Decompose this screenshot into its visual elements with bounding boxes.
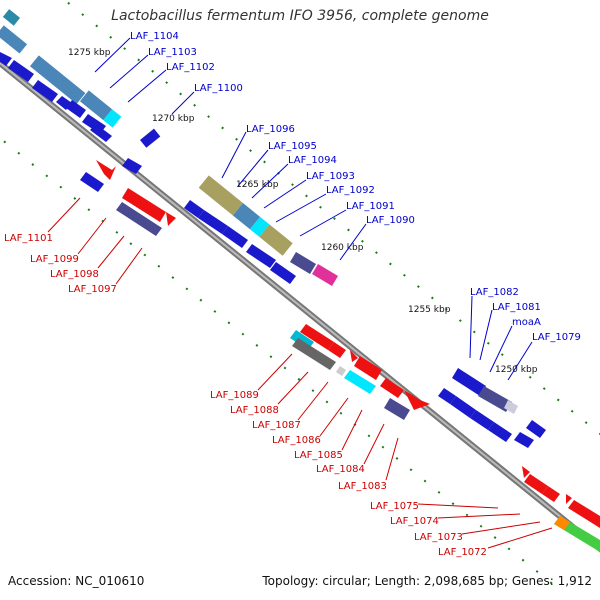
tick-track-inner [0,136,561,591]
plus-label-leaders [94,37,533,381]
genome-summary-text: Topology: circular; Length: 2,098,685 bp… [262,574,592,588]
kbp-ticks: 1275 kbp 1270 kbp 1265 kbp 1260 kbp 1255… [68,48,538,375]
gene-label: LAF_1073 [414,532,463,543]
gene-label: LAF_1084 [316,464,365,475]
gene-label: LAF_1098 [50,269,99,280]
gene-label: LAF_1074 [390,516,439,527]
gene-label: LAF_1092 [326,185,375,196]
gene-block [198,175,293,256]
gene-label: LAF_1099 [30,254,79,265]
minus-labels: LAF_1101 LAF_1099 LAF_1098 LAF_1097 LAF_… [4,233,487,558]
plus-labels: LAF_1104 LAF_1103 LAF_1102 LAF_1100 LAF_… [130,31,581,343]
kbp-label: 1270 kbp [152,114,195,124]
gene-block [0,9,28,54]
gene-label: LAF_1095 [268,141,317,152]
gene-label: LAF_1085 [294,450,343,461]
gene-block [79,90,122,128]
gene-block [29,55,86,104]
gene-label: LAF_1091 [346,201,395,212]
gene-label: LAF_1086 [272,435,321,446]
gene-block [140,128,161,148]
gene-label: LAF_1102 [166,62,215,73]
minus-label-leaders [47,197,553,549]
gene-label: LAF_1082 [470,287,519,298]
kbp-label: 1265 kbp [236,180,279,190]
kbp-label: 1260 kbp [321,243,364,253]
plus-strand-genes [0,9,546,448]
gene-label: LAF_1100 [194,83,243,94]
gene-label: LAF_1097 [68,284,117,295]
gene-label: LAF_1087 [252,420,301,431]
accession-text: Accession: NC_010610 [8,574,145,588]
minus-strand-genes [80,160,600,552]
gene-label: LAF_1088 [230,405,279,416]
gene-row [438,368,546,448]
gene-label: moaA [512,317,541,328]
gene-label: LAF_1103 [148,47,197,58]
gene-row [0,52,112,142]
gene-label: LAF_1072 [438,547,487,558]
gene-row [184,200,296,284]
gene-label: LAF_1101 [4,233,53,244]
kbp-label: 1275 kbp [68,48,111,58]
gene-label: LAF_1081 [492,302,541,313]
gene-label: LAF_1104 [130,31,179,42]
backbone [0,59,600,553]
gene-label: LAF_1093 [306,171,355,182]
gene-label: LAF_1079 [532,332,581,343]
gene-label: LAF_1094 [288,155,337,166]
gene-label: LAF_1075 [370,501,419,512]
map-title: Lactobacillus fermentum IFO 3956, comple… [111,8,489,24]
kbp-label: 1250 kbp [495,365,538,375]
kbp-label: 1255 kbp [408,305,451,315]
gene-label: LAF_1083 [338,481,387,492]
gene-label: LAF_1089 [210,390,259,401]
gene-label: LAF_1096 [246,124,295,135]
gene-label: LAF_1090 [366,215,415,226]
